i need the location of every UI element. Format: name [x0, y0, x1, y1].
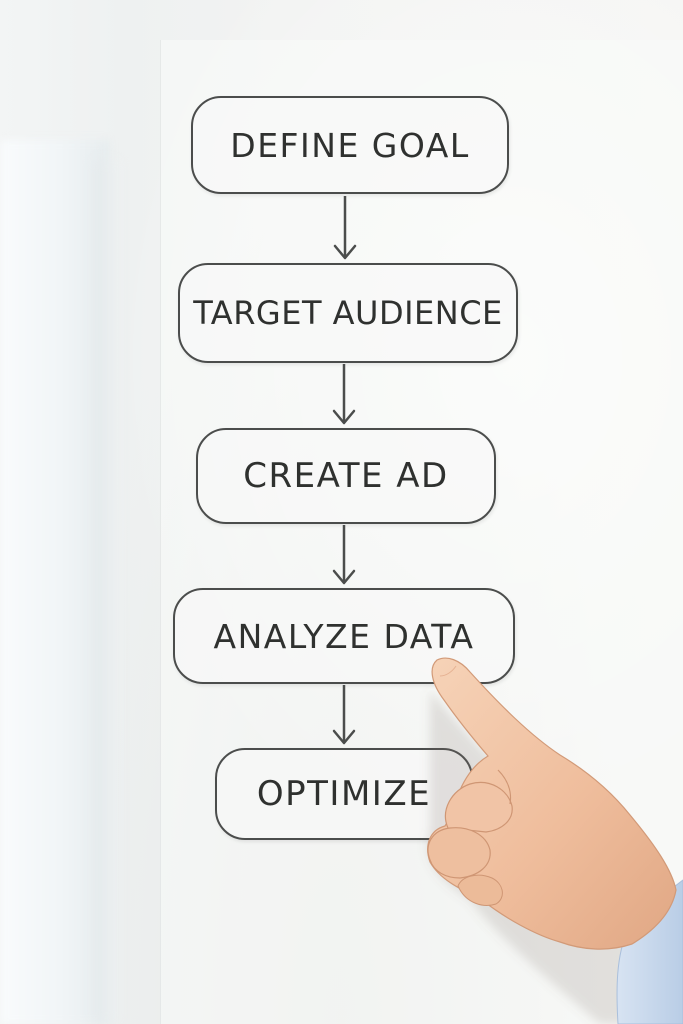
step-label: OPTIMIZE [256, 774, 432, 814]
step-create-ad: CREATE AD [196, 428, 496, 524]
window-frame [95, 160, 117, 1024]
step-label: TARGET AUDIENCE [193, 294, 503, 332]
step-label: CREATE AD [243, 456, 449, 496]
arrow-down-icon [329, 525, 359, 587]
step-optimize: OPTIMIZE [215, 748, 473, 840]
window-light [0, 140, 110, 1024]
arrow-down-icon [330, 196, 360, 262]
step-target-audience: TARGET AUDIENCE [178, 263, 518, 363]
arrow-down-icon [329, 364, 359, 426]
step-analyze-data: ANALYZE DATA [173, 588, 515, 684]
step-define-goal: DEFINE GOAL [191, 96, 509, 194]
step-label: ANALYZE DATA [213, 616, 475, 656]
step-label: DEFINE GOAL [230, 125, 470, 165]
arrow-down-icon [329, 685, 359, 747]
